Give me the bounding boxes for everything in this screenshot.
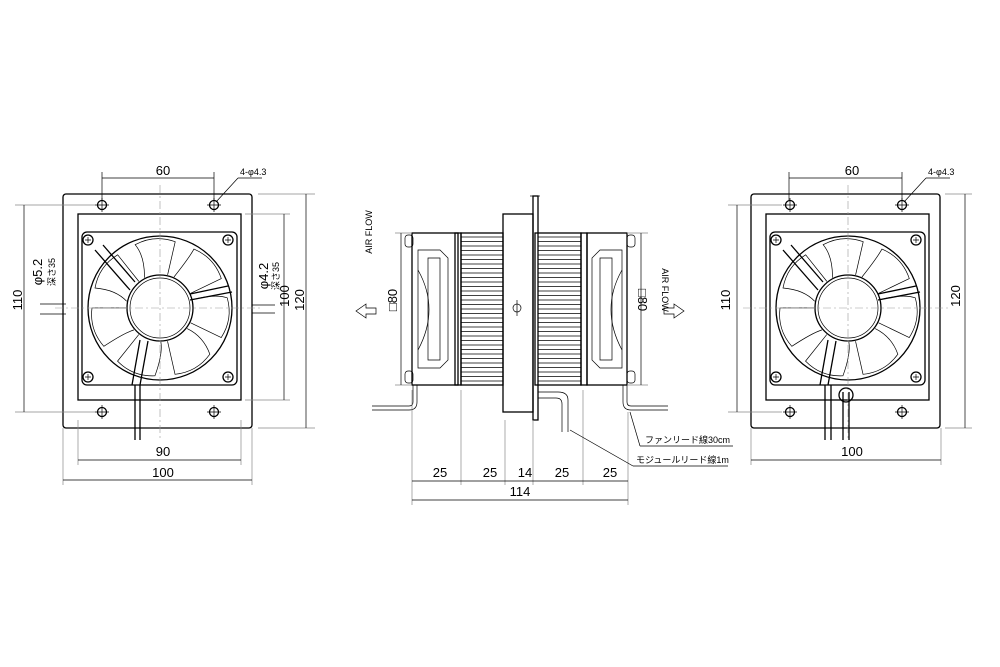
left-bore: φ5.2 [30, 259, 45, 286]
screw-icon [222, 234, 234, 246]
mounting-hole [95, 198, 109, 212]
screw-icon [913, 237, 919, 243]
mounting-hole [207, 198, 221, 212]
fan-blade [134, 238, 176, 278]
dim-100-right: 100 [841, 444, 863, 459]
airflow-label-left: AIR FLOW [364, 210, 374, 254]
fan-blade [190, 295, 230, 339]
dim-hole-pitch: 60 [156, 163, 170, 178]
lead-wires [134, 385, 141, 440]
hole-callout: 4-φ4.3 [240, 167, 266, 177]
lead-wires [824, 385, 850, 440]
segment-dim: 25 [483, 465, 497, 480]
left-dimensions [15, 172, 315, 485]
dim-110: 110 [10, 290, 25, 311]
segment-dim: 25 [603, 465, 617, 480]
mounting-plate [750, 193, 941, 429]
left-bore-depth: 深さ35 [47, 258, 57, 286]
fan-frame [769, 231, 926, 386]
total-length: 114 [510, 484, 531, 499]
screw-icon [85, 374, 91, 380]
fan-blade [822, 238, 864, 278]
fan-frame [81, 231, 238, 386]
front-view-right [743, 185, 948, 440]
screw-icon [85, 237, 91, 243]
fan-blade [855, 328, 899, 375]
screw-icon [773, 237, 779, 243]
segment-dim: 25 [433, 465, 447, 480]
fan-strut [782, 244, 824, 291]
airflow-label-right: AIR FLOW [660, 268, 670, 312]
screw-icon [222, 371, 234, 383]
dim-100-inner: 100 [277, 285, 292, 307]
screw-icon [773, 374, 779, 380]
screw-icon [910, 371, 922, 383]
fan-size-left: □80 [385, 289, 400, 311]
fan-strut [189, 285, 233, 301]
module-lead-note: モジュールリード線1m [636, 454, 729, 465]
fan-blade [861, 248, 910, 294]
plate-opening [765, 213, 930, 401]
screw-icon [913, 374, 919, 380]
right-dimensions [728, 172, 972, 465]
fan-strut [131, 339, 149, 386]
dim-hole-pitch-right: 60 [845, 163, 859, 178]
mounting-hole [783, 405, 797, 419]
dim-100-width: 100 [152, 465, 174, 480]
mounting-hole [895, 198, 909, 212]
side-view [355, 195, 733, 505]
plate-opening [77, 213, 242, 401]
screw-icon [770, 234, 782, 246]
screw-icon [225, 237, 231, 243]
fan-blade [167, 328, 211, 375]
dim-110-right: 110 [718, 290, 733, 311]
screw-icon [82, 234, 94, 246]
fan-size-right: □80 [635, 289, 650, 311]
front-view-left [55, 185, 260, 440]
hole-callout-right: 4-φ4.3 [928, 167, 954, 177]
grommet [838, 387, 854, 403]
mounting-hole [895, 405, 909, 419]
screw-icon [910, 234, 922, 246]
fan-strut [819, 339, 837, 386]
mounting-plate [62, 193, 253, 429]
mounting-hole [95, 405, 109, 419]
dim-90: 90 [156, 444, 170, 459]
right-bore-depth: 深さ35 [271, 262, 281, 290]
mounting-hole [783, 198, 797, 212]
fan-blade [782, 254, 828, 302]
screw-icon [82, 371, 94, 383]
fan-strut [94, 244, 136, 291]
fan-lead-note: ファンリード線30cm [645, 434, 730, 445]
segment-dim: 14 [518, 465, 532, 480]
fan-blade [94, 254, 140, 302]
mounting-hole [207, 405, 221, 419]
fan-blade [878, 295, 918, 339]
right-bore: φ4.2 [256, 263, 271, 290]
screw-icon [225, 374, 231, 380]
dim-120-right: 120 [948, 285, 963, 307]
fan-strut [877, 285, 921, 301]
segment-dim: 25 [555, 465, 569, 480]
screw-icon [770, 371, 782, 383]
fan-blade [173, 248, 222, 294]
dim-120: 120 [292, 289, 307, 311]
